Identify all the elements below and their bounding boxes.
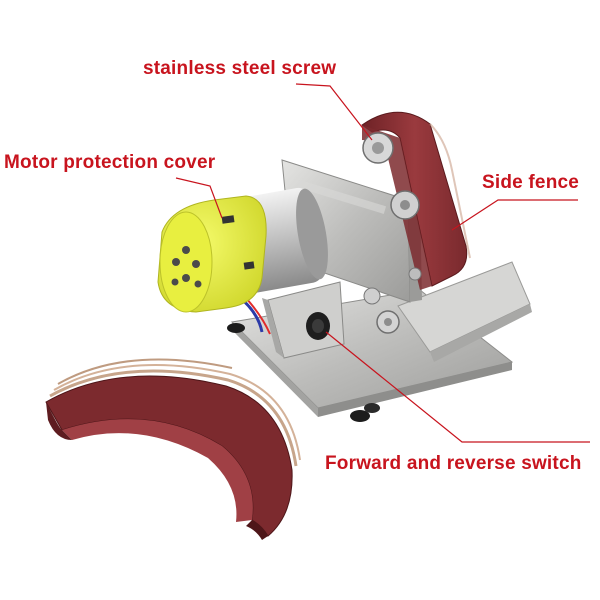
label-forward-reverse-switch: Forward and reverse switch [325,453,582,474]
motor-protection-cover [157,195,267,313]
callout-line-cover [175,177,223,219]
rubber-foot [350,410,370,422]
callout-line-switch [325,331,590,443]
label-motor-protection-cover: Motor protection cover [4,152,216,173]
label-stainless-steel-screw: stainless steel screw [143,58,337,79]
rubber-foot [364,403,380,413]
spare-sanding-belts [45,358,301,540]
stainless-steel-screw [362,132,422,334]
rubber-foot [227,323,245,333]
callout-line-fence [451,199,578,231]
forward-reverse-switch [262,281,345,359]
callout-lines [175,83,590,443]
side-fence [397,261,532,362]
label-side-fence: Side fence [482,172,580,193]
callout-line-screw [295,83,373,141]
